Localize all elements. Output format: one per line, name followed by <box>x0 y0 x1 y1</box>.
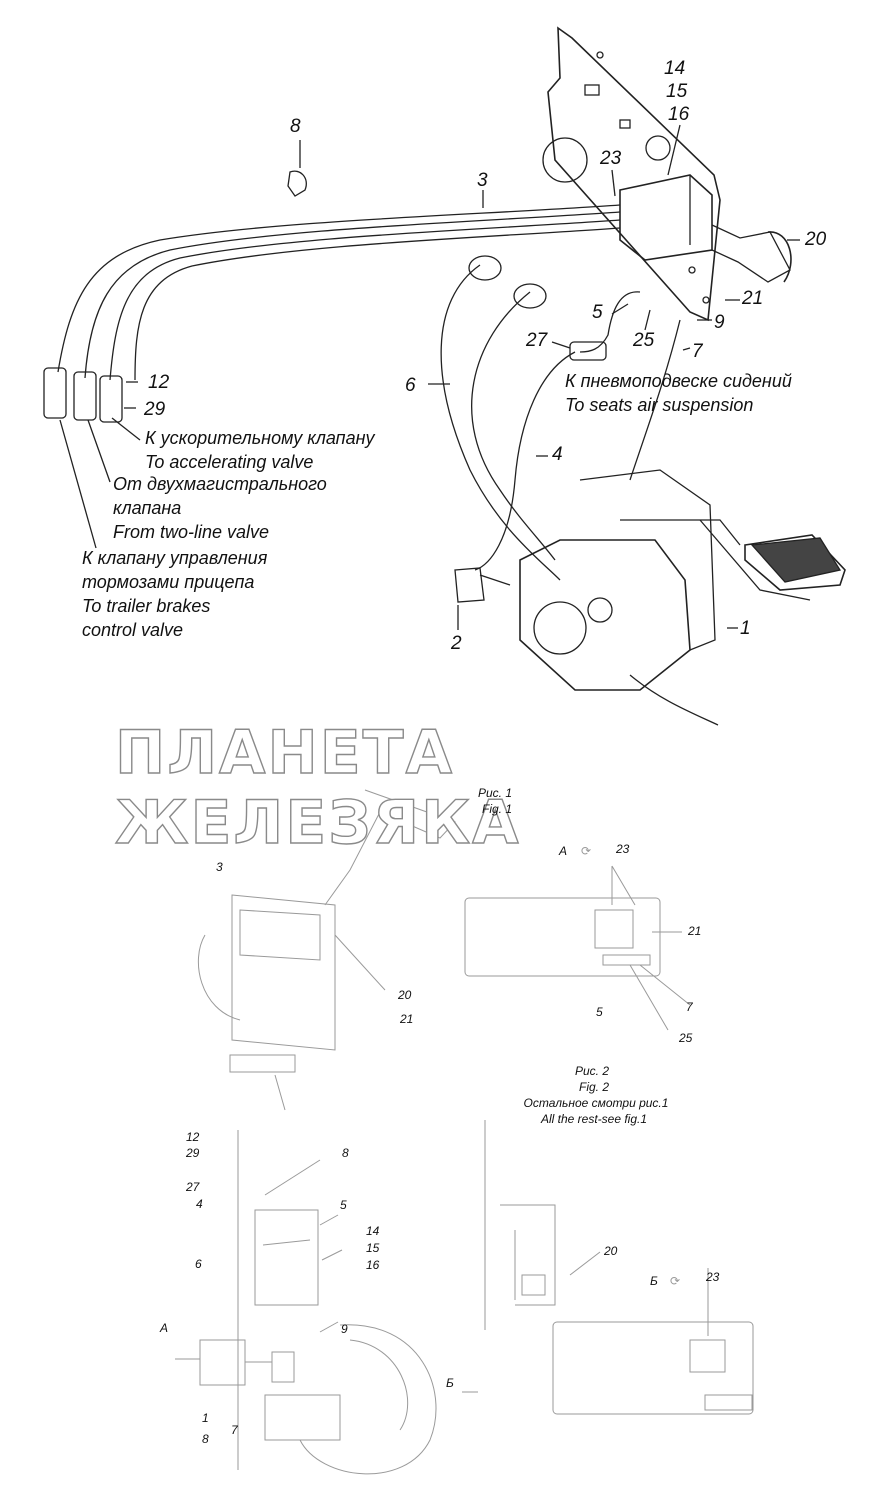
callout-3: 3 <box>477 170 488 191</box>
note-twoline-en: From two-line valve <box>113 522 270 542</box>
note-twoline-ru-2: клапана <box>113 498 182 518</box>
fig3-callout-12: 12 <box>186 1130 200 1144</box>
watermark: ПЛАНЕТА ЖЕЛЕЗЯКА <box>114 717 521 858</box>
callout-7: 7 <box>692 341 703 362</box>
note-trailer-ru-2: тормозами прицепа <box>82 572 255 592</box>
fig3-callout-7: 7 <box>231 1423 238 1437</box>
fig3-callout-21: 21 <box>400 1012 414 1026</box>
view-arrow-icon-2: ⟳ <box>670 1274 681 1288</box>
fig2-drawing <box>464 865 691 1031</box>
callout-6: 6 <box>405 375 416 396</box>
fig3-callout-29: 29 <box>186 1146 200 1160</box>
note-twoline-ru-1: От двухмагистрального <box>113 474 327 494</box>
note-seats-en: To seats air suspension <box>565 395 754 415</box>
callout-12: 12 <box>148 372 170 393</box>
note-accel-ru: К ускорительному клапану <box>145 428 375 448</box>
view-a-label: А <box>559 844 568 858</box>
fig3-callout-5: 5 <box>340 1198 347 1212</box>
fig3-callout-27: 27 <box>186 1180 200 1194</box>
callout-2: 2 <box>451 633 462 654</box>
fig3-callout-16: 16 <box>366 1258 380 1272</box>
callout-4: 4 <box>552 444 563 465</box>
fig2-callout-23: 23 <box>616 842 630 856</box>
callout-8: 8 <box>290 116 301 137</box>
fig3-callout-8: 8 <box>342 1146 349 1160</box>
fig3-callout-9: 9 <box>341 1322 348 1336</box>
callout-15: 15 <box>666 81 688 102</box>
fig2-callout-21: 21 <box>688 924 702 938</box>
note-seats-ru: К пневмоподвеске сидений <box>565 371 792 391</box>
caption-fig2-ru: Рис. 2 <box>574 1064 610 1078</box>
callout-9: 9 <box>714 312 725 333</box>
fig3-callout-8b: 8 <box>202 1432 209 1446</box>
callout-27: 27 <box>526 330 548 351</box>
fig1-drawing <box>43 26 846 726</box>
callout-20: 20 <box>805 229 827 250</box>
fig3-callout-6: 6 <box>195 1257 202 1271</box>
fig4-callout-20: 20 <box>604 1244 618 1258</box>
note-accel-en: To accelerating valve <box>145 452 314 472</box>
caption-fig1-ru: Рис. 1 <box>477 786 513 800</box>
callout-25: 25 <box>633 330 655 351</box>
fig2-callout-7: 7 <box>686 1000 693 1014</box>
callout-14: 14 <box>664 58 686 79</box>
fig3-callout-3: 3 <box>216 860 223 874</box>
view-arrow-icon: ⟳ <box>581 844 592 858</box>
callout-29: 29 <box>144 399 166 420</box>
fig4-marker-b: Б <box>446 1376 454 1390</box>
fig3-callout-1: 1 <box>202 1411 209 1425</box>
fig2-callout-25: 25 <box>679 1031 693 1045</box>
callout-21: 21 <box>742 288 764 309</box>
caption-fig2-en: Fig. 2 <box>578 1080 610 1094</box>
fig3-callout-14: 14 <box>366 1224 380 1238</box>
note-trailer-en-2: control valve <box>82 620 184 640</box>
note-trailer-ru-1: К клапану управления <box>82 548 268 568</box>
fig4-drawing <box>462 1120 754 1415</box>
fig3-callout-15: 15 <box>366 1241 380 1255</box>
caption-rest-en: All the rest-see fig.1 <box>540 1112 648 1126</box>
fig3-drawing <box>175 789 456 1475</box>
view-b-label: Б <box>650 1274 658 1288</box>
callout-16: 16 <box>668 104 690 125</box>
callout-5: 5 <box>592 302 603 323</box>
callout-23: 23 <box>600 148 622 169</box>
caption-fig1-en: Fig. 1 <box>481 802 513 816</box>
callout-1: 1 <box>740 618 751 639</box>
fig3-callout-20: 20 <box>398 988 412 1002</box>
note-trailer-en-1: To trailer brakes <box>82 596 211 616</box>
caption-rest-ru: Остальное смотри рис.1 <box>523 1096 669 1110</box>
fig3-marker-a: А <box>160 1321 169 1335</box>
fig2-callout-5: 5 <box>596 1005 603 1019</box>
fig4-callout-23: 23 <box>706 1270 720 1284</box>
fig3-callout-4: 4 <box>196 1197 203 1211</box>
